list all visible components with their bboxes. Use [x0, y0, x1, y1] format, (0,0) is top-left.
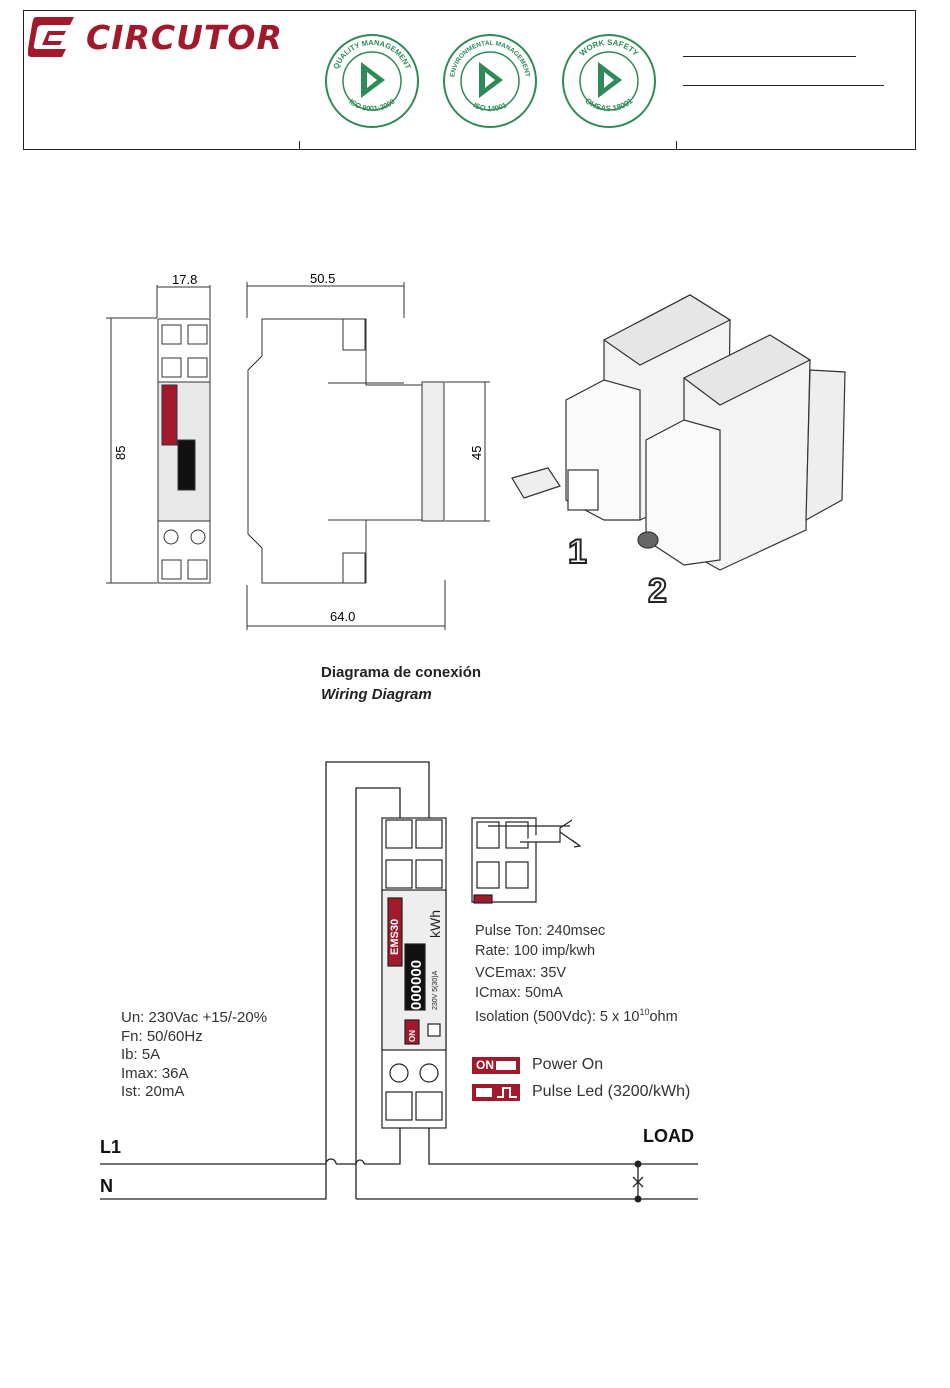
- meter-unit: kWh: [427, 910, 443, 938]
- legend-label: Pulse Led (3200/kWh): [532, 1083, 691, 1100]
- svg-text:ISO 14001: ISO 14001: [472, 100, 508, 113]
- brand-logo: CIRCUTOR: [28, 13, 283, 61]
- legend-pulse-led: Pulse Led (3200/kWh): [472, 1083, 690, 1101]
- meter-model: EMS30: [389, 919, 401, 955]
- dim-side-depth: 50.5: [310, 271, 335, 286]
- install-step-1: 1: [568, 533, 587, 571]
- wiring-diagram: EMS30 kWh 000000 230V 5(30)A ON: [100, 761, 698, 1203]
- power-on-led-icon: ON: [472, 1056, 520, 1074]
- meter-rating: 230V 5(30)A: [432, 970, 439, 1010]
- legend-label: Power On: [532, 1056, 604, 1073]
- load-label: LOAD: [643, 1126, 694, 1146]
- circutor-logo-icon: [28, 17, 74, 57]
- dim-inner-height: 45: [469, 446, 484, 460]
- pulse-specs: Pulse Ton: 240msec Rate: 100 imp/kwh VCE…: [475, 922, 678, 1027]
- electrical-specs: Un: 230Vac +15/-20% Fn: 50/60Hz Ib: 5A I…: [121, 1009, 267, 1102]
- dimension-drawings: 17.8 50.5 64.0 85 45 1 2: [106, 271, 846, 630]
- line-label: L1: [100, 1137, 122, 1157]
- work-safety-seal-icon: WORK SAFETY OHSAS 18001: [562, 34, 656, 128]
- meter-on-label: ON: [408, 1030, 417, 1042]
- ems30-meter: [381, 817, 447, 1129]
- wiring-title: Diagrama de conexión: [321, 664, 482, 681]
- quality-management-seal-icon: QUALITY MANAGEMENT ISO 9001:2000: [325, 34, 419, 128]
- wiring-subtitle: Wiring Diagram: [321, 686, 432, 703]
- pulse-led-icon: [472, 1083, 520, 1101]
- spec-line: Ist: 20mA: [121, 1083, 185, 1100]
- header-divider: [676, 141, 677, 150]
- dim-front-width: 17.8: [172, 272, 197, 287]
- spec-line: Ib: 5A: [121, 1046, 161, 1063]
- header-divider: [299, 141, 300, 150]
- dim-overall-depth: 64.0: [330, 609, 355, 624]
- spec-line: Imax: 36A: [121, 1064, 189, 1082]
- meter-display: 000000: [408, 960, 425, 1010]
- environmental-management-seal-icon: ENVIRONMENTAL MANAGEMENT ISO 14001: [443, 34, 537, 128]
- header-blank-line: [683, 85, 884, 86]
- dim-height: 85: [113, 446, 128, 460]
- spec-line: Un: 230Vac +15/-20%: [121, 1009, 268, 1026]
- installation-illustration: [511, 294, 846, 571]
- legend-power-on: ON Power On: [472, 1056, 603, 1074]
- neutral-label: N: [100, 1176, 113, 1196]
- pulse-spec-isolation: Isolation (500Vdc): 5 x 1010ohm: [475, 1007, 678, 1025]
- pulse-spec-line: Pulse Ton: 240msec: [475, 923, 606, 939]
- install-step-2: 2: [648, 572, 667, 610]
- pulse-spec-line: Rate: 100 imp/kwh: [475, 942, 596, 959]
- pulse-output-detail: [471, 817, 582, 904]
- spec-line: Fn: 50/60Hz: [121, 1027, 203, 1045]
- pulse-spec-line: ICmax: 50mA: [475, 984, 563, 1001]
- pulse-spec-line: VCEmax: 35V: [475, 965, 567, 981]
- seal-bottom-text: ISO 14001: [472, 100, 508, 113]
- header-blank-line: [683, 56, 856, 57]
- brand-name: CIRCUTOR: [86, 17, 283, 57]
- header-box: [23, 10, 916, 150]
